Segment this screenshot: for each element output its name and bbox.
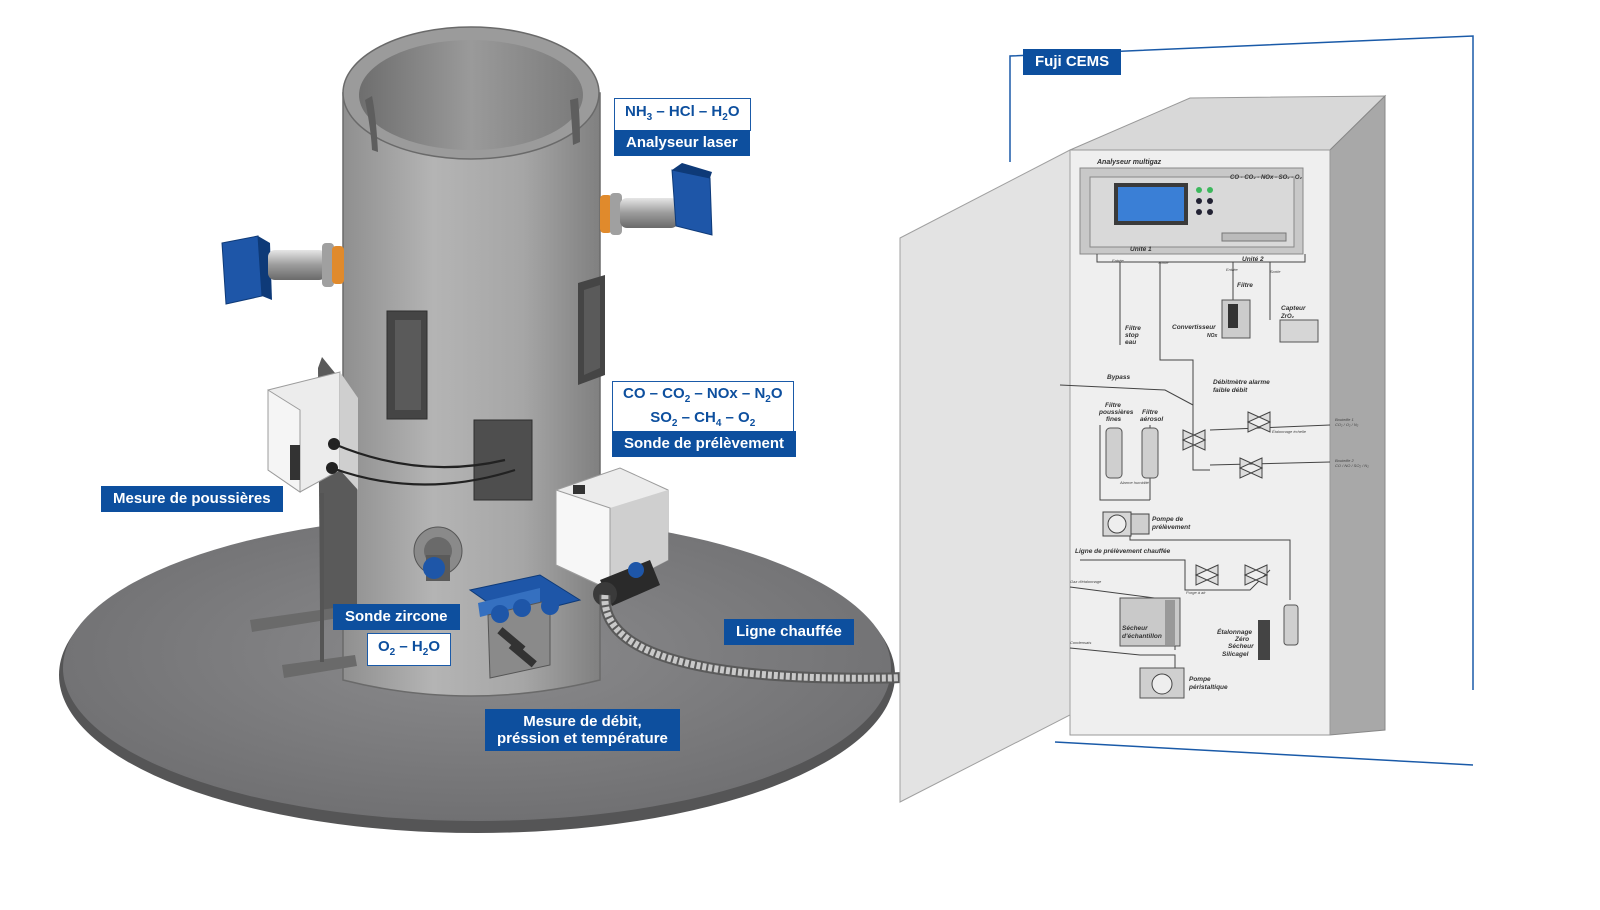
heated-line-label: Ligne chauffée — [724, 619, 854, 645]
laser-gases-box: NH3 – HCl – H2O — [614, 98, 751, 131]
dryer-label-1: Sécheur — [1122, 625, 1148, 632]
flow-measure-line1: Mesure de débit, — [523, 713, 642, 730]
probe-gas-sub: 2 — [684, 394, 691, 405]
cal-gas-label: Gaz d'étalonnage — [1070, 579, 1102, 584]
cabinet-labels: Analyseur multigaz CO - CO₂ - NOx - SO₂ … — [1070, 159, 1369, 691]
dust-measurement-label: Mesure de poussières — [101, 486, 283, 512]
laser-analyser-right — [600, 163, 713, 236]
humidity-alarm-label: Alarme humidité — [1119, 480, 1150, 485]
water-stop-label-2: stop — [1125, 332, 1139, 339]
zirconia-gases-box: O2 – H2O — [367, 633, 451, 666]
zirconia-gas-sub: 2 — [389, 647, 396, 658]
zero-cal-label-4: Silicagel — [1222, 651, 1249, 658]
peristaltic-label-2: péristaltique — [1188, 684, 1228, 691]
entree-1-label: Entrée — [1112, 258, 1125, 263]
heated-sampling-line-label: Ligne de prélèvement chauffée — [1075, 548, 1171, 555]
sampling-probe-label: Sonde de prélèvement — [612, 431, 797, 457]
fuji-cems-label: Fuji CEMS — [1023, 49, 1122, 75]
probe-gas-part: O — [770, 385, 783, 402]
flowmeter-label-1: Débitmètre alarme — [1213, 379, 1270, 386]
laser-analyser-label: Analyseur laser — [614, 130, 750, 156]
bottle2-label-1: Bouteille 2 — [1335, 458, 1354, 463]
water-stop-label-1: Filtre — [1125, 325, 1141, 332]
cems-cabinet — [899, 94, 1387, 803]
nox-converter-label-2: NOx — [1207, 333, 1218, 339]
zirconia-gas-part: O — [378, 638, 390, 655]
sortie-2-label: Sortie — [1270, 269, 1281, 274]
zirconia-probe-device — [413, 526, 463, 581]
zro2-sensor-label-1: Capteur — [1281, 305, 1306, 312]
span-cal-label: Étalonnage échelle — [1272, 429, 1307, 434]
probe-gases-line1: CO – CO2 – NOx – N2O — [623, 385, 783, 409]
condensate-label: Condensats — [1070, 640, 1091, 645]
laser-gas-sub: 2 — [722, 112, 728, 123]
sampling-pump-label-1: Pompe de — [1152, 516, 1183, 523]
probe-gas-sub: 2 — [671, 418, 678, 429]
sampling-probe-device — [555, 467, 669, 606]
zero-cal-label-3: Sécheur — [1228, 643, 1254, 650]
dryer-label-2: d'échantillon — [1122, 633, 1162, 640]
unit2-label: Unité 2 — [1242, 256, 1264, 263]
bottle1-label-2: CO₂ / O₂ / N₂ — [1335, 422, 1359, 427]
laser-gas-part: NH — [625, 103, 647, 120]
multigas-analyser-label: Analyseur multigaz — [1096, 159, 1162, 166]
zirconia-probe-label: Sonde zircone — [333, 604, 460, 630]
multigas-species-label: CO - CO₂ - NOx - SO₂ - O₂ — [1230, 175, 1303, 181]
air-purge-label: Purge à air — [1186, 590, 1206, 595]
probe-gas-sub: 2 — [749, 418, 756, 429]
probe-gas-part: SO — [650, 409, 672, 426]
probe-gas-part: – CH — [677, 409, 716, 426]
peristaltic-label-1: Pompe — [1189, 676, 1211, 683]
dust-monitor-device — [250, 357, 516, 678]
laser-analyser-left — [221, 235, 344, 305]
fine-dust-label-1: Filtre — [1105, 402, 1121, 409]
probe-gas-part: – NOx – N — [690, 385, 766, 402]
fine-dust-label-2: poussières — [1098, 409, 1134, 416]
nox-converter-label-1: Convertisseur — [1172, 324, 1216, 331]
water-stop-label-3: eau — [1125, 339, 1136, 346]
cems-frame — [1009, 35, 1474, 766]
entree-2-label: Entrée — [1226, 267, 1239, 272]
probe-gas-sub: 4 — [715, 418, 722, 429]
zirconia-gas-part: O — [428, 638, 440, 655]
probe-gas-sub: 2 — [765, 394, 771, 405]
laser-gas-sub: 3 — [646, 112, 653, 123]
flow-pressure-temperature-device — [468, 574, 582, 679]
probe-gas-part: – O — [721, 409, 750, 426]
filtre-label: Filtre — [1237, 282, 1253, 289]
zirconia-gas-part: – H — [395, 638, 423, 655]
zero-cal-label-2: Zéro — [1234, 636, 1249, 643]
probe-gases-box: CO – CO2 – NOx – N2O SO2 – CH4 – O2 — [612, 381, 794, 437]
flow-measure-label: Mesure de débit, préssion et température — [485, 709, 680, 751]
zro2-sensor-label-2: ZrO₂ — [1280, 314, 1295, 320]
laser-gas-part: O — [727, 103, 740, 120]
bottle1-label-1: Bouteille 1 — [1335, 417, 1354, 422]
sampling-pump-label-2: prélèvement — [1151, 524, 1191, 531]
zirconia-gas-sub: 2 — [422, 647, 429, 658]
sortie-1-label: Sortie — [1158, 260, 1169, 265]
bypass-label: Bypass — [1107, 374, 1131, 381]
flow-measure-line2: préssion et température — [497, 730, 668, 747]
zero-cal-label-1: Étalonnage — [1217, 627, 1252, 636]
bottle2-label-2: CO / NO / SO₂ / N₂ — [1335, 463, 1369, 468]
probe-gas-part: CO – CO — [623, 385, 685, 402]
laser-gas-part: – HCl – H — [652, 103, 723, 120]
fine-dust-label-3: fines — [1106, 416, 1122, 423]
chimney-stack — [342, 26, 605, 697]
aerosol-label-1: Filtre — [1142, 409, 1158, 416]
aerosol-label-2: aérosol — [1140, 416, 1163, 423]
probe-gases-line2: SO2 – CH4 – O2 — [623, 409, 783, 433]
unit1-label: Unité 1 — [1130, 246, 1152, 253]
flowmeter-label-2: faible débit — [1213, 387, 1248, 394]
